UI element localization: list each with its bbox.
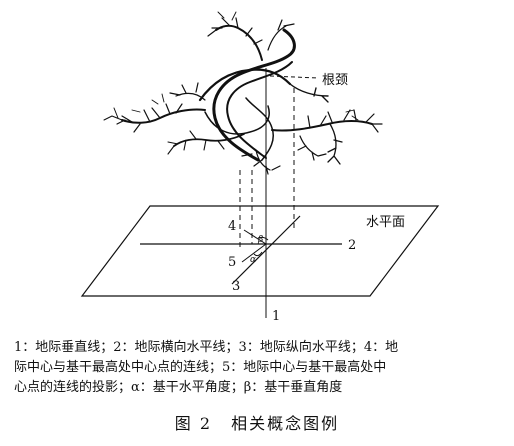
legend-line-2: 际中心与基干最高处中心点的连线；5：地际中心与基干最高处中 — [14, 360, 387, 375]
plane-lines — [140, 215, 342, 285]
line-4 — [243, 229, 267, 245]
beta-arc — [257, 236, 269, 241]
dashed-guide-root — [269, 75, 319, 79]
horizontal-plane — [80, 205, 440, 297]
legend-notes: 1：地际垂直线；2：地际横向水平线；3：地际纵向水平线；4：地 际中心与基干最高… — [14, 338, 502, 398]
connection-lines — [241, 229, 269, 263]
label-line-4: 4 — [228, 219, 236, 234]
label-line-1: 1 — [272, 309, 280, 324]
label-line-5: 5 — [228, 255, 236, 270]
alpha-arc — [253, 251, 263, 257]
longitudinal-line-3 — [231, 215, 301, 285]
label-horizontal-plane: 水平面 — [366, 215, 405, 230]
line-5 — [241, 243, 267, 263]
label-beta: β — [257, 235, 263, 245]
label-alpha: α — [250, 255, 256, 265]
legend-line-1: 1：地际垂直线；2：地际横向水平线；3：地际纵向水平线；4：地 — [14, 340, 399, 355]
concept-diagram: 根颈 水平面 1 2 3 4 5 α β — [80, 11, 440, 324]
label-line-3: 3 — [232, 279, 240, 294]
projection-lines — [239, 68, 319, 318]
label-root-neck: 根颈 — [322, 73, 348, 88]
figure-title: 相关概念图例 — [231, 414, 340, 433]
figure-caption: 图 2 相关概念图例 — [0, 410, 514, 434]
label-line-2: 2 — [348, 238, 356, 253]
figure-number: 图 2 — [174, 414, 213, 433]
bonsai-tree-illustration — [103, 11, 383, 175]
legend-line-3: 心点的连线的投影；α：基干水平角度；β：基干垂直角度 — [14, 380, 343, 395]
